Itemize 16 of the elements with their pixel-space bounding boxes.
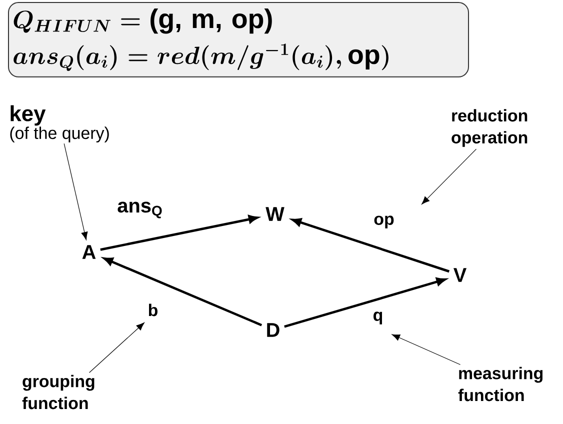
- leader-line: [422, 148, 477, 204]
- node-letter: W: [266, 207, 284, 221]
- leader-line: [64, 143, 88, 240]
- annotation-text: key (of the query): [10, 105, 109, 142]
- formula-box: $Q_{HIFUN} = \textbf{(g, m, op)}$ $ans_{Q}(a_{i}) = red(m/g^{-1}(a_{i}), \textbf{op})$: [8, 2, 469, 78]
- edge-label: ans$_{Q}$: [118, 202, 162, 218]
- node-letter: A: [82, 245, 96, 259]
- node-letter: D: [267, 323, 280, 337]
- annotation-text: grouping function: [22, 374, 94, 410]
- annotation-text: reduction operation: [452, 109, 528, 147]
- arrow: [104, 258, 262, 326]
- annotation-text: measuring function: [458, 366, 543, 402]
- leader-line: [89, 322, 144, 373]
- node-letter: V: [454, 268, 467, 282]
- edge-label: b: [148, 304, 158, 316]
- leader-line: [392, 334, 461, 365]
